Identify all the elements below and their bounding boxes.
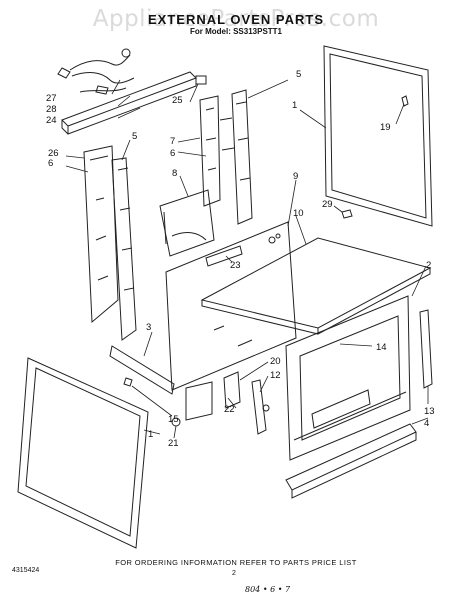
callout-7: 7 (170, 136, 175, 147)
part-oven-body (285, 295, 411, 461)
callout-27: 27 (46, 93, 57, 104)
part-door-frame-upper (323, 45, 433, 227)
handwritten-mark: 804 • 6 • 7 (245, 585, 291, 594)
callout-1-upper: 1 (292, 100, 297, 111)
callout-25: 25 (172, 95, 183, 106)
part-wiring-harness (57, 48, 135, 95)
part-left-side-panel (83, 145, 137, 341)
callout-6-center: 6 (170, 148, 175, 159)
part-heat-shield (159, 189, 215, 257)
callout-28: 28 (46, 104, 57, 115)
callout-5-left: 5 (132, 131, 137, 142)
callout-9: 9 (293, 171, 298, 182)
callout-6-left: 6 (48, 158, 53, 169)
callout-4: 4 (424, 418, 429, 429)
part-center-side-frame (199, 89, 253, 225)
callout-12: 12 (270, 370, 281, 381)
callout-26: 26 (48, 148, 59, 159)
callout-21: 21 (168, 438, 179, 449)
document-number: 4315424 (12, 567, 40, 574)
callout-labels: 5 1 19 27 28 24 25 5 26 6 7 6 8 9 10 29 … (46, 69, 435, 449)
callout-22: 22 (224, 404, 235, 415)
callout-1-lower: 1 (148, 429, 153, 440)
callout-14: 14 (376, 342, 387, 353)
callout-10: 10 (293, 208, 304, 219)
part-bottom-trim (285, 423, 417, 499)
part-top-panel (200, 237, 432, 335)
callout-29: 29 (322, 199, 333, 210)
callout-13: 13 (424, 406, 435, 417)
watermark: AppliancePartsPros.com (92, 6, 380, 32)
callout-5-upper: 5 (296, 69, 301, 80)
callout-20: 20 (270, 356, 281, 367)
part-plugs (195, 75, 409, 219)
leader-lines (65, 79, 429, 439)
part-lower-rail (109, 345, 213, 421)
callout-24: 24 (46, 115, 57, 126)
part-hinge-assembly (223, 371, 270, 435)
part-side-strip (419, 309, 433, 389)
model-line: For Model: SS313PSTT1 (189, 27, 283, 36)
callout-19: 19 (380, 122, 391, 133)
ordering-note: FOR ORDERING INFORMATION REFER TO PARTS … (115, 558, 357, 567)
page-number: 2 (232, 570, 236, 577)
part-door-frame-lower (17, 357, 149, 549)
callout-2: 2 (426, 260, 431, 271)
page-title: EXTERNAL OVEN PARTS (148, 12, 324, 27)
callout-15: 15 (168, 414, 179, 425)
part-oven-door-panel (165, 221, 297, 391)
callout-23: 23 (230, 260, 241, 271)
callout-3: 3 (146, 322, 151, 333)
callout-8: 8 (172, 168, 177, 179)
